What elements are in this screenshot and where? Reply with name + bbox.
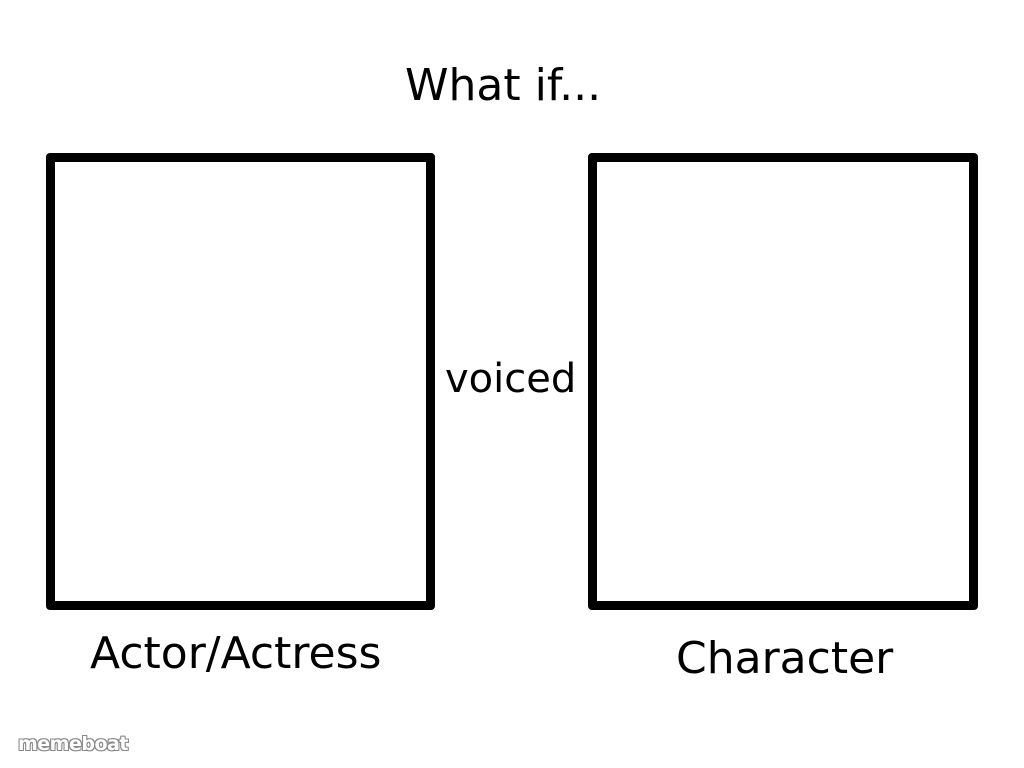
- actor-caption: Actor/Actress: [90, 628, 382, 679]
- watermark-logo: memeboat: [18, 733, 128, 755]
- character-image-frame: [588, 153, 978, 610]
- connector-text: voiced: [445, 356, 577, 402]
- page-title: What if...: [405, 60, 602, 111]
- actor-image-frame: [46, 153, 435, 610]
- character-caption: Character: [676, 633, 894, 684]
